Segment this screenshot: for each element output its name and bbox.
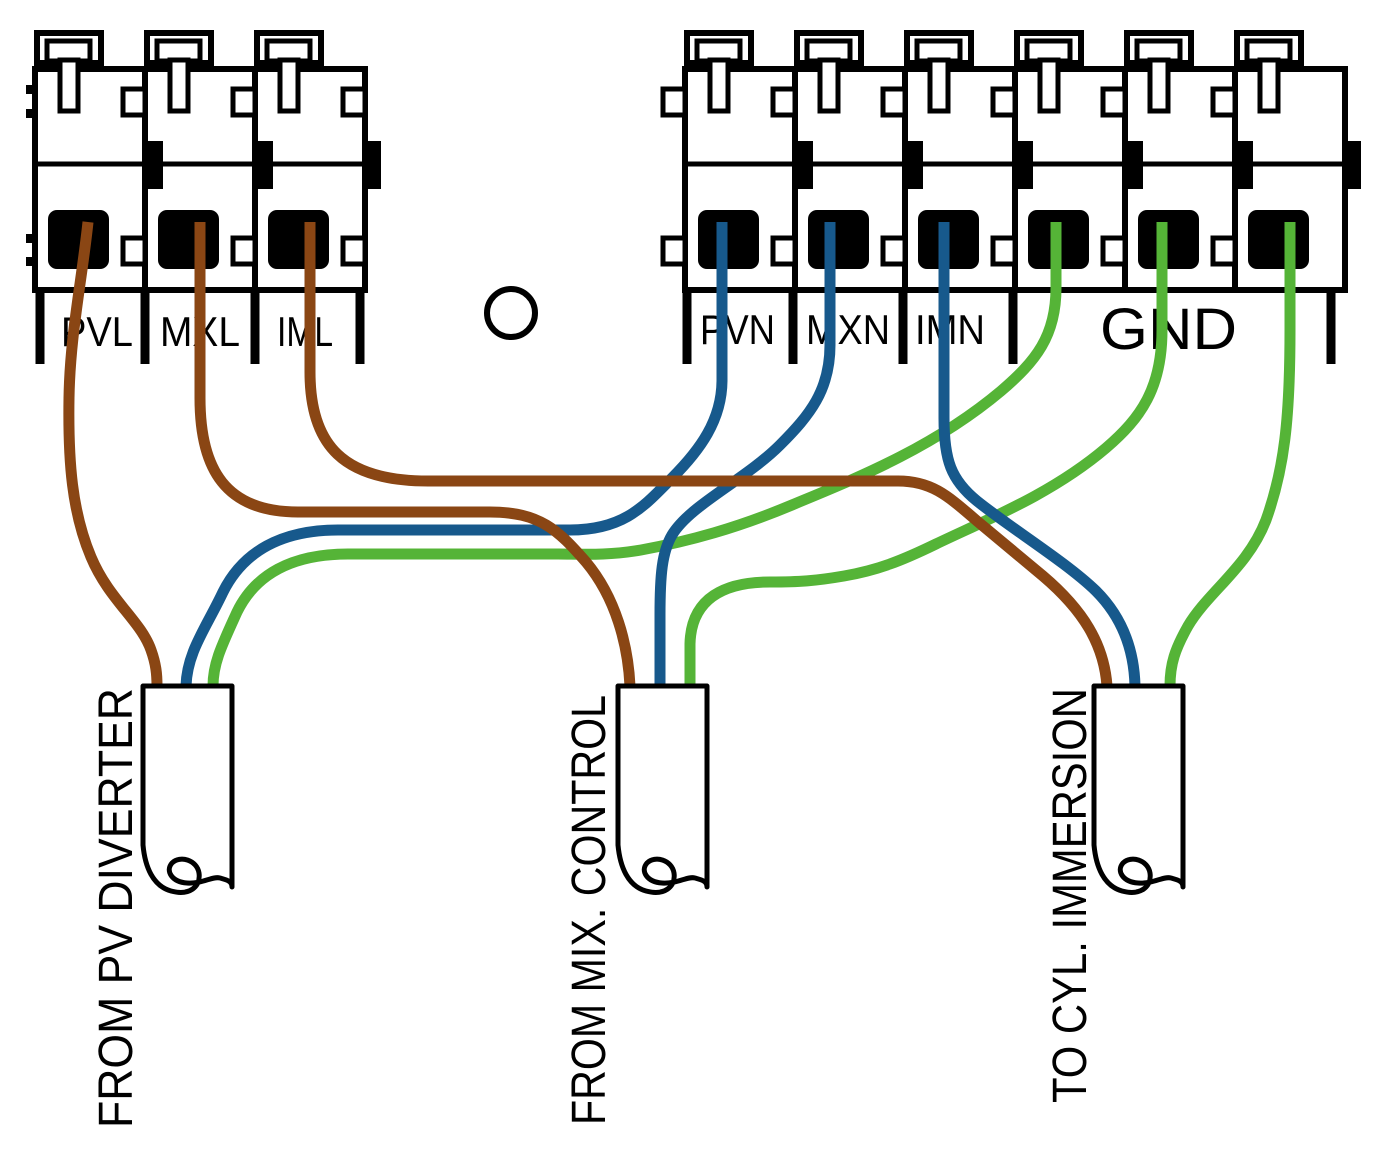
interlock-tab [1234,141,1253,189]
interlock-notch [770,86,798,118]
terminal-screw-shank-icon [277,57,301,114]
terminal-pad [48,210,109,269]
mounting-hole [484,286,538,340]
cable-label-to-cyl-immersion: TO CYL. IMMERSION [1044,688,1097,1103]
terminal-pad [698,210,759,269]
label-mxn: MXN [806,306,890,353]
cable-from-mix-control [615,683,710,895]
interlock-tab [1124,141,1143,189]
interlock-tab [794,141,813,189]
terminal-pad [1248,210,1309,269]
interlock-tab [254,141,273,189]
label-imn: IMN [915,306,985,353]
wire-pvn-blue [180,222,728,687]
wire-gnd2-green [684,222,1168,686]
interlock-tab [363,141,381,189]
interlock-notch [990,86,1018,118]
terminal-pad [268,210,329,269]
interlock-notch [1210,86,1238,118]
interlock-notch [660,86,688,118]
cable-from-pv-diverter [140,683,235,895]
interlock-notch [230,235,258,267]
cable-label-from-mix-control: FROM MIX. CONTROL [563,695,616,1125]
terminal-screw-shank-icon [57,57,81,114]
terminal-pad [1138,210,1199,269]
interlock-notch [1100,235,1128,267]
wire-pvl-brown [63,221,163,687]
terminal-labels: PVL MXL IML PVN MXN IMN GND [61,297,1237,362]
cable-label-from-pv-diverter: FROM PV DIVERTER [90,688,143,1128]
terminal-screw-shank-icon [707,57,731,114]
wires [63,221,1296,687]
interlock-tab [1343,141,1361,189]
wire-gnd3-green [1164,222,1296,687]
terminal-pad [808,210,869,269]
interlock-notch [880,235,908,267]
interlock-notch [770,235,798,267]
terminal-pad [158,210,219,269]
interlock-notch [120,235,148,267]
wire-iml-brown [304,222,1113,687]
wire-imn-blue [938,222,1141,687]
interlock-notch [1210,235,1238,267]
cables [140,683,1186,895]
terminal-screw-shank-icon [167,57,191,114]
terminal-blocks [26,30,1361,364]
interlock-notch [230,86,258,118]
terminal-screw-shank-icon [1037,57,1061,114]
cable-to-cyl-immersion [1091,683,1186,895]
terminal-screw-shank-icon [1257,57,1281,114]
wire-mxl-brown [194,222,636,687]
interlock-notch [340,86,368,118]
interlock-notch [120,86,148,118]
interlock-notch [990,235,1018,267]
interlock-notch [1100,86,1128,118]
interlock-nub [26,109,35,118]
terminal-screw-shank-icon [1147,57,1171,114]
terminal-group-live [26,30,381,364]
label-pvn: PVN [700,306,775,353]
interlock-tab [1014,141,1033,189]
interlock-nub [26,257,35,266]
terminal-screw-shank-icon [817,57,841,114]
interlock-notch [880,86,908,118]
terminal-group-neutral-ground [660,30,1361,364]
terminal-screw-shank-icon [927,57,951,114]
interlock-nub [26,234,35,243]
wire-mxn-blue [654,222,836,686]
wire-gnd1-green [207,222,1062,687]
label-gnd: GND [1100,297,1237,362]
interlock-tab [904,141,923,189]
interlock-notch [660,235,688,267]
cable-labels: FROM PV DIVERTER FROM MIX. CONTROL TO CY… [90,688,1097,1128]
interlock-nub [26,85,35,94]
interlock-notch [340,235,368,267]
interlock-tab [144,141,163,189]
